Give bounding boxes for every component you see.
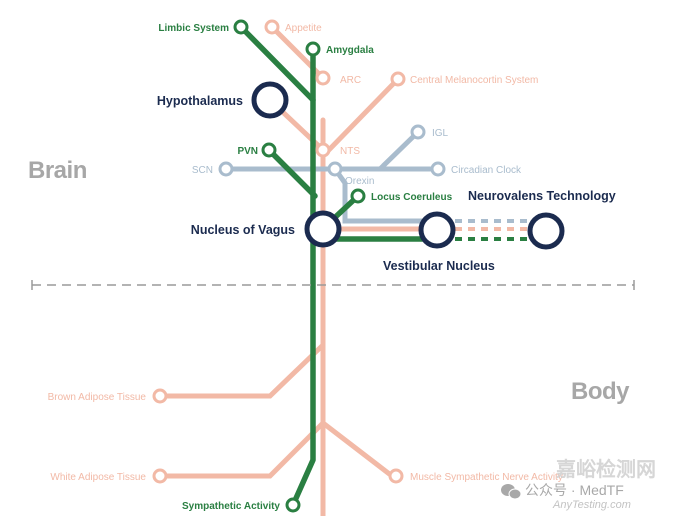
scn-node [218, 161, 234, 177]
scn-label: SCN [192, 165, 213, 176]
vestibular-nucleus-hub [418, 211, 456, 249]
neurovalens-hub [527, 212, 565, 250]
muscle-sympathetic-label: Muscle Sympathetic Nerve Activity [410, 472, 563, 483]
central-melanocortin-label: Central Melanocortin System [410, 75, 538, 86]
limbic-line [238, 24, 316, 103]
amygdala-label: Amygdala [326, 45, 374, 56]
pvn-node [261, 142, 277, 158]
pink-lines [157, 24, 437, 516]
igl-label: IGL [432, 128, 449, 139]
watermark-site: AnyTesting.com [552, 499, 631, 511]
wechat-icon [501, 484, 522, 500]
watermark-account: 公众号 · MedTF [525, 482, 624, 498]
body-label: Body [571, 378, 630, 405]
arc-label: ARC [340, 75, 361, 86]
orexin-junction-node [327, 161, 343, 177]
watermark-cn-title: 嘉峪检测网 [555, 457, 656, 481]
limbic-system-node [233, 19, 249, 35]
circadian-clock-node [430, 161, 446, 177]
orexin-line [332, 166, 435, 224]
circadian-clock-label: Circadian Clock [451, 165, 522, 176]
central-melanocortin-line [320, 76, 401, 159]
muscle-sympathetic-line [320, 420, 395, 479]
hypothalamus-label: Hypothalamus [157, 94, 243, 108]
vestibular-nucleus-label: Vestibular Nucleus [383, 259, 495, 273]
limbic-system-label: Limbic System [158, 23, 229, 34]
watermark: 嘉峪检测网 公众号 · MedTF AnyTesting.com [501, 457, 656, 511]
white-adipose-line [157, 420, 326, 479]
nts-label: NTS [340, 146, 360, 157]
pvn-line [266, 147, 318, 199]
small-nodes [152, 19, 446, 513]
orexin-label: Orexin [345, 176, 374, 187]
hypothalamus-hub [251, 81, 289, 119]
brain-label: Brain [28, 157, 87, 184]
locus-coeruleus-node [350, 188, 366, 204]
nucleus-of-vagus-hub [304, 210, 342, 248]
sympathetic-activity-label: Sympathetic Activity [182, 501, 280, 512]
locus-coeruleus-label: Locus Coeruleus [371, 192, 453, 203]
neurovalens-label: Neurovalens Technology [468, 189, 616, 203]
nucleus-of-vagus-label: Nucleus of Vagus [191, 223, 295, 237]
appetite-label: Appetite [285, 23, 322, 34]
green-trunk-line [290, 46, 316, 508]
igl-line [377, 129, 421, 172]
brain-body-divider [31, 280, 635, 290]
hub-nodes [251, 81, 565, 250]
appetite-node [264, 19, 280, 35]
pvn-label: PVN [237, 146, 258, 157]
central-melanocortin-node [390, 71, 406, 87]
brown-adipose-label: Brown Adipose Tissue [48, 392, 147, 403]
igl-node [410, 124, 426, 140]
sympathetic-activity-node [285, 497, 301, 513]
brown-adipose-node [152, 388, 168, 404]
white-adipose-node [152, 468, 168, 484]
nts-node [315, 142, 331, 158]
muscle-sympathetic-node [388, 468, 404, 484]
amygdala-node [305, 41, 321, 57]
arc-node [315, 70, 331, 86]
brown-adipose-line [157, 342, 326, 399]
white-adipose-label: White Adipose Tissue [50, 472, 146, 483]
